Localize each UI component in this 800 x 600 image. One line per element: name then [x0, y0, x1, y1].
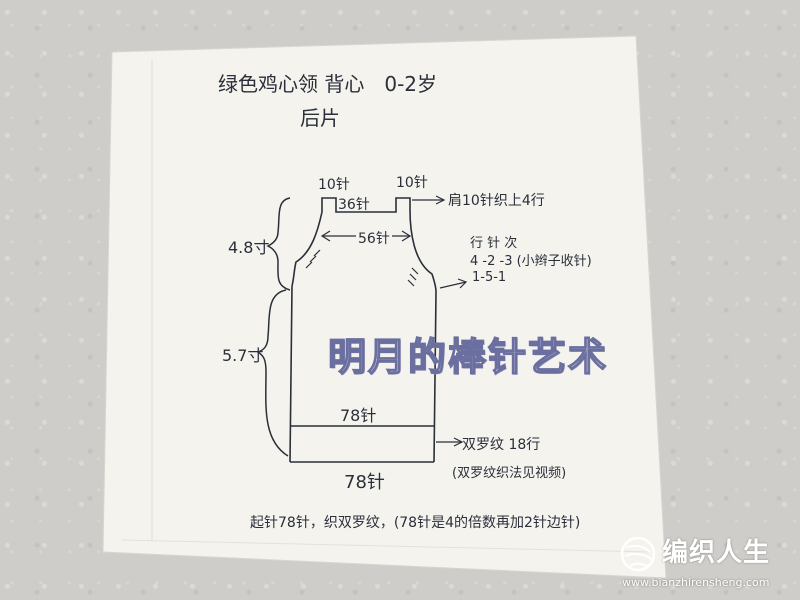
decrease-row-1: 4 -2 -3 (小辫子收针): [470, 254, 592, 269]
armhole-arrow: [439, 278, 468, 289]
garment-outline: [289, 197, 437, 463]
cast-on-instruction: 起针78针，织双罗纹，(78针是4的倍数再加2针边针): [250, 515, 581, 531]
waist-stitches-label: 78针: [340, 406, 377, 425]
site-brand: 编织人生 www.bianzhirensheng.com: [612, 532, 798, 596]
height-braces: [256, 197, 291, 457]
neck-label: 36针: [338, 197, 370, 213]
paper-sheet: [102, 35, 667, 579]
pattern-subtitle: 后片: [300, 106, 340, 130]
chest-label: 56针: [356, 228, 392, 248]
brand-url: www.bianzhirensheng.com: [622, 576, 770, 589]
shoulder-note: 肩10针织上4行: [448, 193, 545, 209]
rib-method-note: (双罗纹织法见视频): [452, 466, 567, 481]
decrease-marks: [305, 249, 419, 287]
decrease-table-header: 行 针 次: [470, 236, 518, 251]
shoulder-left-label: 10针: [318, 177, 350, 193]
shoulder-right-label: 10针: [396, 175, 428, 191]
pattern-title: 绿色鸡心领 背心 0-2岁: [218, 72, 438, 96]
rib-note: 双罗纹 18行: [462, 437, 541, 453]
yarn-ball-icon: [620, 536, 656, 572]
body-height-label: 5.7寸: [222, 346, 264, 365]
decrease-row-2: 1-5-1: [472, 270, 507, 285]
bottom-stitches-label: 78针: [344, 472, 385, 493]
brand-name: 编织人生: [662, 538, 771, 568]
shoulder-arrow: [412, 195, 446, 205]
armhole-height-label: 4.8寸: [228, 238, 270, 257]
watermark-text: 明月的棒针艺术: [327, 334, 609, 380]
paper-fold-line: [121, 539, 651, 553]
rib-arrow: [436, 437, 464, 447]
